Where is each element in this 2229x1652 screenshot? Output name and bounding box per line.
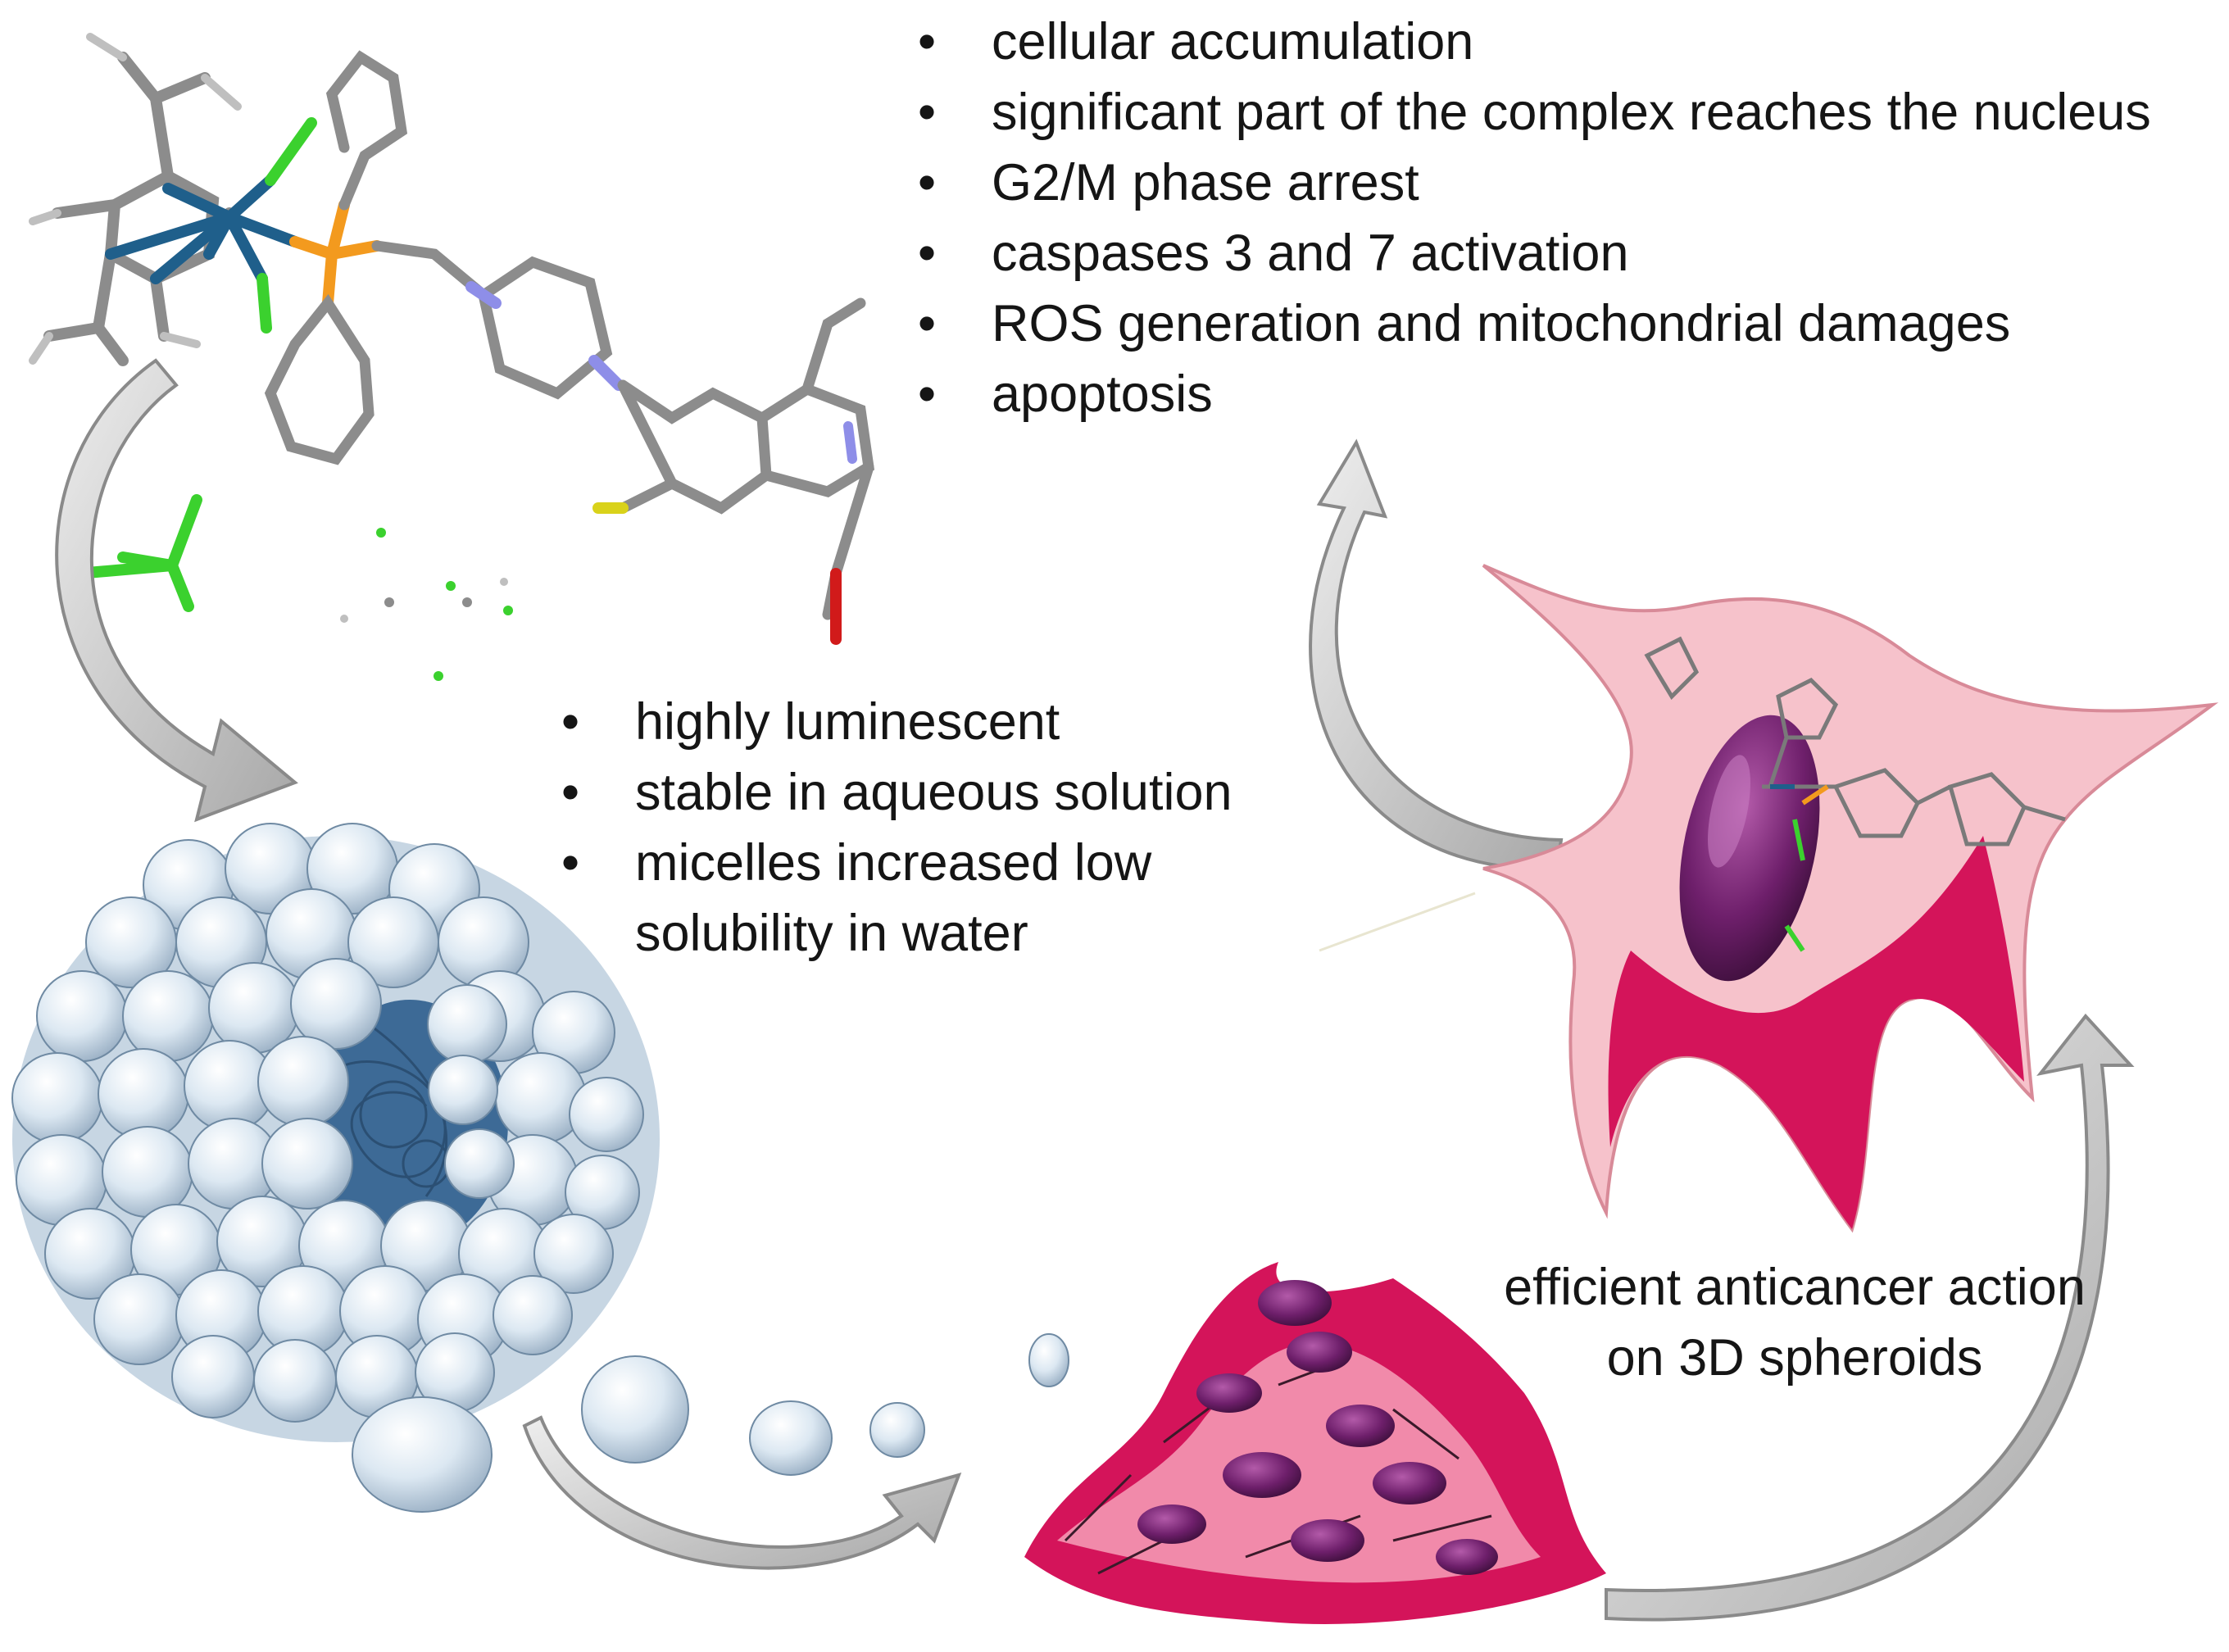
list-item: highly luminescent: [561, 687, 1233, 757]
cell-effects-list: cellular accumulation significant part o…: [918, 7, 2213, 429]
spheroid-caption: efficient anticancer action on 3D sphero…: [1426, 1252, 2163, 1393]
list-item: micelles increased low solubility in wat…: [561, 828, 1233, 969]
arrow-molecule-to-micelle: [55, 358, 298, 823]
cancer-cell: [1319, 564, 2219, 1233]
spheroid-caption-line1: efficient anticancer action: [1504, 1259, 2086, 1316]
spheroid-cells: [1024, 1262, 1606, 1624]
list-item: significant part of the complex reaches …: [918, 77, 2213, 148]
spheroid-caption-line2: on 3D spheroids: [1606, 1329, 1983, 1386]
list-item: stable in aqueous solution: [561, 757, 1233, 828]
arrow-micelle-to-spheroid: [522, 1415, 962, 1570]
arrow-cell-to-effects: [1309, 438, 1564, 871]
list-item: apoptosis: [918, 359, 2213, 429]
micelle: [11, 823, 1069, 1513]
list-item: ROS generation and mitochondrial damages: [918, 288, 2213, 359]
list-item: G2/M phase arrest: [918, 148, 2213, 218]
list-item: caspases 3 and 7 activation: [918, 218, 2213, 288]
arrow-spheroid-to-cell: [1605, 1013, 2135, 1622]
micelle-properties-list: highly luminescent stable in aqueous sol…: [561, 687, 1233, 969]
osmium-complex-structure: [29, 33, 875, 681]
micelle-droplets: [352, 1333, 1069, 1513]
list-item: cellular accumulation: [918, 7, 2213, 77]
